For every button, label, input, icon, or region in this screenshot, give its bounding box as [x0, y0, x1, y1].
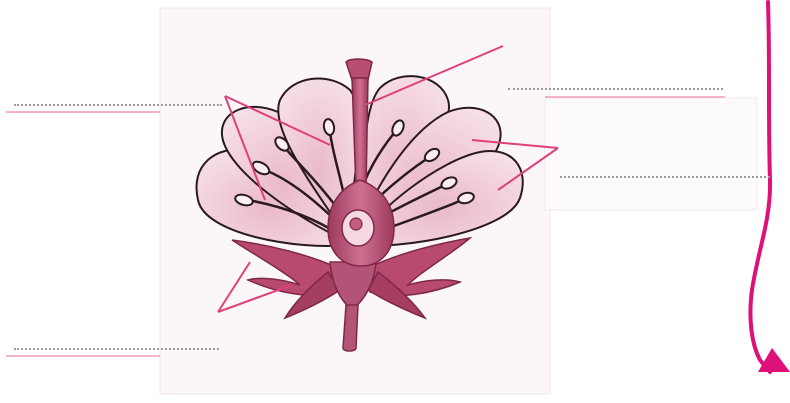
stalk: [343, 305, 358, 351]
label-blank-petals[interactable]: [560, 162, 770, 178]
label-blank-stigma[interactable]: [508, 74, 723, 90]
ovule: [350, 218, 362, 230]
label-blank-stamens[interactable]: [14, 90, 222, 106]
arrow-head: [758, 348, 790, 372]
background-panel-right: [545, 98, 757, 210]
label-blank-sepals[interactable]: [14, 334, 219, 350]
